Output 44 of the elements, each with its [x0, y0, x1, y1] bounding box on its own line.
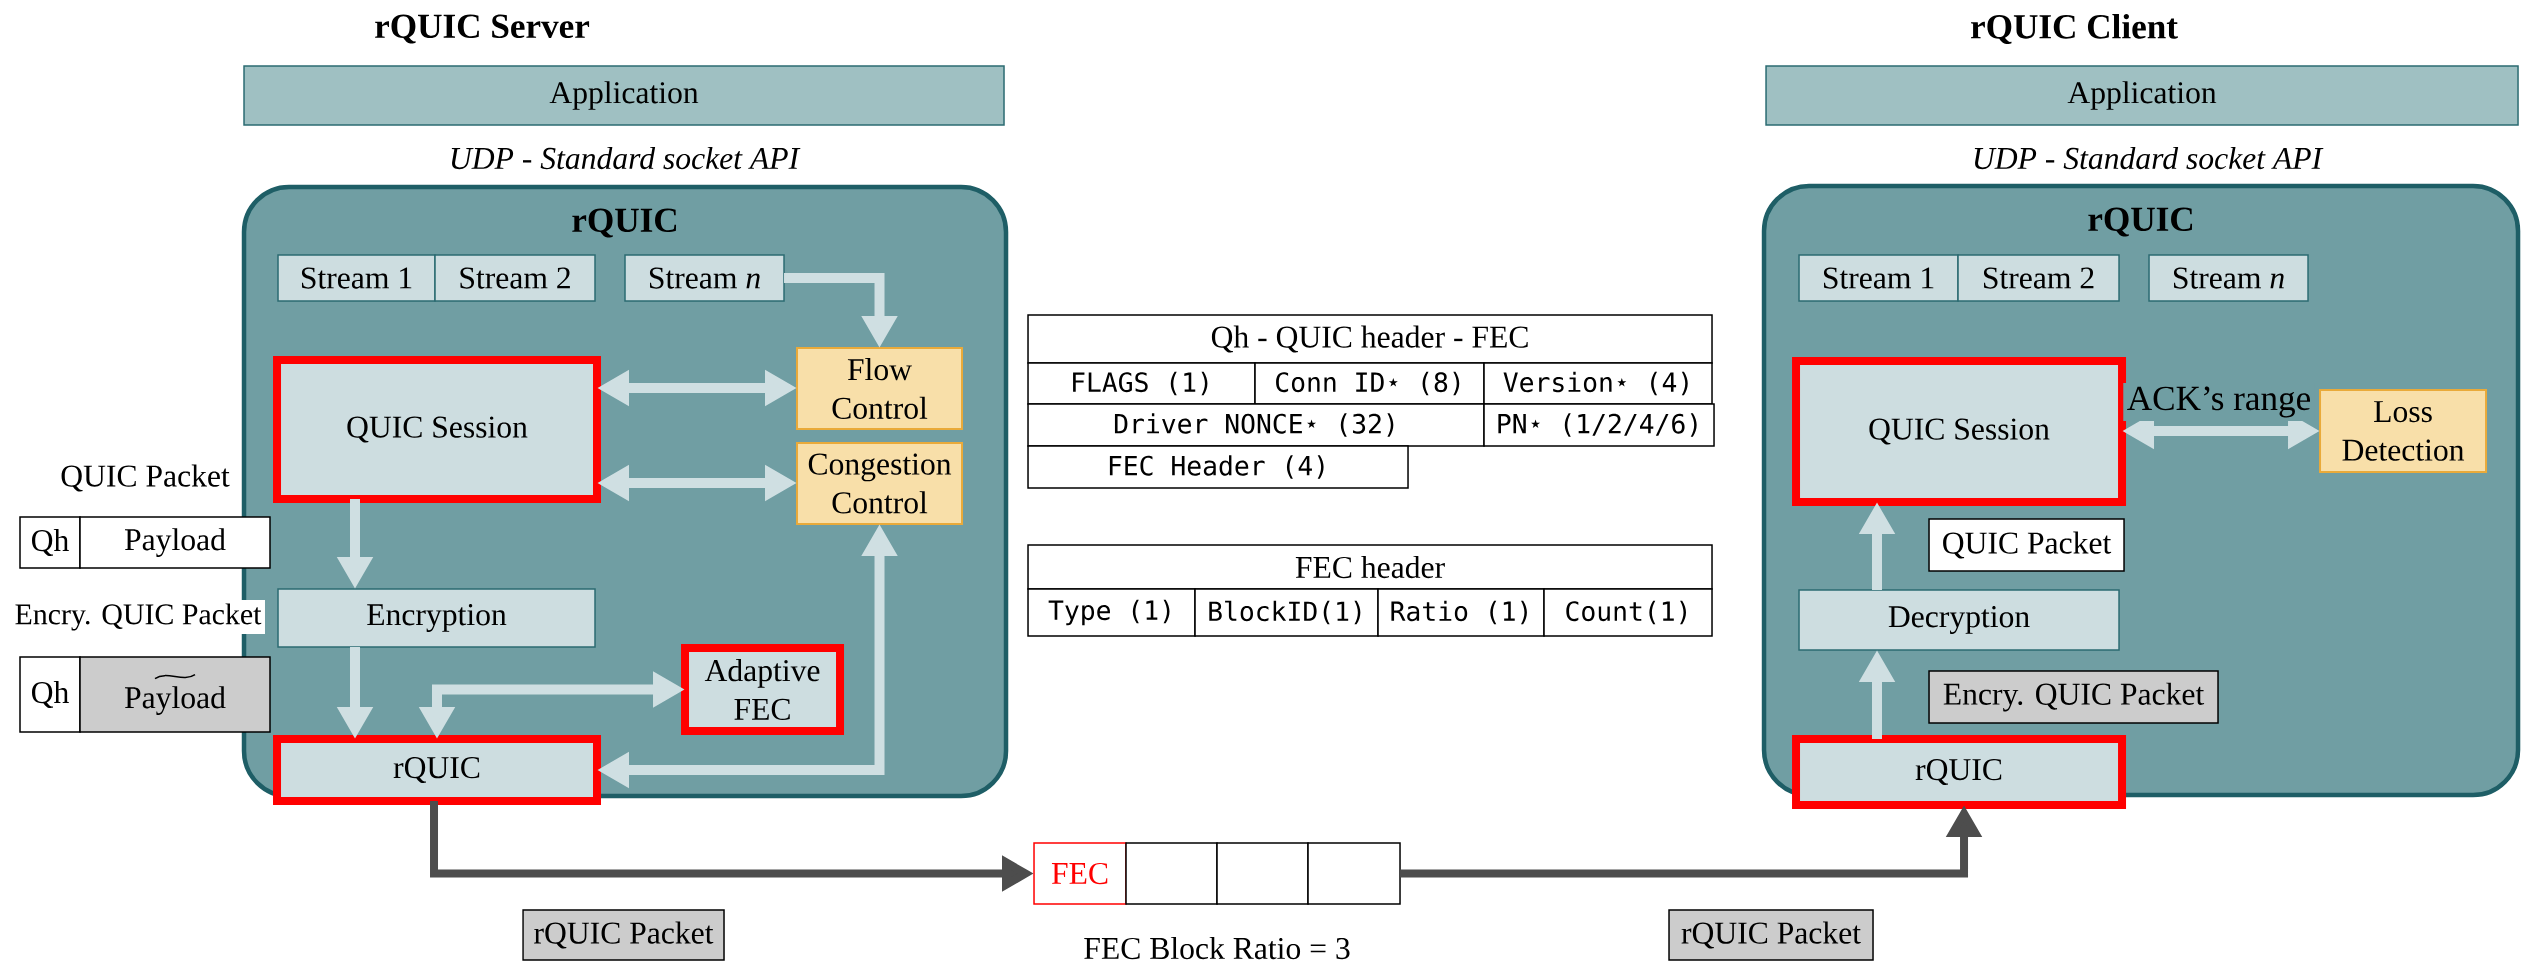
module-box: rQUIC	[273, 735, 601, 805]
table-cell: BlockID(1)	[1194, 588, 1379, 637]
control-box: Flow Control	[796, 347, 963, 430]
module-box: Encryption	[277, 588, 596, 648]
module-box: Stream 1	[1798, 254, 1959, 302]
packet-field: Qh	[19, 516, 81, 569]
fec-cell: FEC	[1033, 842, 1127, 905]
interface-label: UDP - Standard socket API	[1974, 146, 2324, 170]
table-cell: FLAGS (1)	[1027, 362, 1256, 405]
caption-text: FEC Block Ratio = 3	[1084, 936, 1350, 960]
layer-box: Application	[1765, 65, 2519, 126]
packet-cell	[1307, 842, 1401, 905]
packet-tag: rQUIC Packet	[1668, 909, 1874, 961]
packet-tag: Encry. QUIC Packet	[1928, 670, 2219, 724]
layer-box: Application	[243, 65, 1005, 126]
edge-label: ACK’s range	[2123, 383, 2315, 421]
packet-field: Qh	[19, 656, 81, 733]
interface-label: UDP - Standard socket API	[451, 146, 801, 170]
packet-tag: rQUIC Packet	[522, 909, 725, 961]
module-box: Stream 2	[434, 254, 596, 302]
control-box: Congestion Control	[796, 442, 963, 525]
table-cell: PN⋆ (1/2/4/6)	[1483, 403, 1715, 447]
packet-cell	[1125, 842, 1218, 905]
table-cell: FEC Header (4)	[1027, 445, 1409, 489]
caption-text: QUIC Packet	[61, 464, 230, 492]
module-box: Stream n	[2148, 254, 2309, 302]
packet-tag: QUIC Packet	[1928, 518, 2125, 572]
caption-text: Encry. QUIC Packet	[11, 599, 265, 635]
module-box: QUIC Session	[273, 356, 601, 503]
table-cell: Count(1)	[1543, 588, 1713, 637]
module-box: rQUIC	[1792, 735, 2127, 809]
module-box: Decryption	[1798, 589, 2120, 651]
module-box: QUIC Session	[1792, 357, 2127, 506]
module-box: Stream 1	[277, 254, 436, 302]
module-box: Adaptive FEC	[681, 644, 844, 735]
table-cell: Conn ID⋆ (8)	[1254, 362, 1485, 405]
control-box: Loss Detection	[2319, 389, 2488, 473]
packet-cell	[1216, 842, 1309, 905]
module-box: Stream 2	[1957, 254, 2120, 302]
packet-field: Payload	[79, 656, 271, 733]
table-cell: Type (1)	[1027, 588, 1196, 637]
table-cell: Ratio (1)	[1377, 588, 1545, 637]
module-box: Stream n	[624, 254, 785, 302]
table-cell: Version⋆ (4)	[1483, 362, 1713, 405]
